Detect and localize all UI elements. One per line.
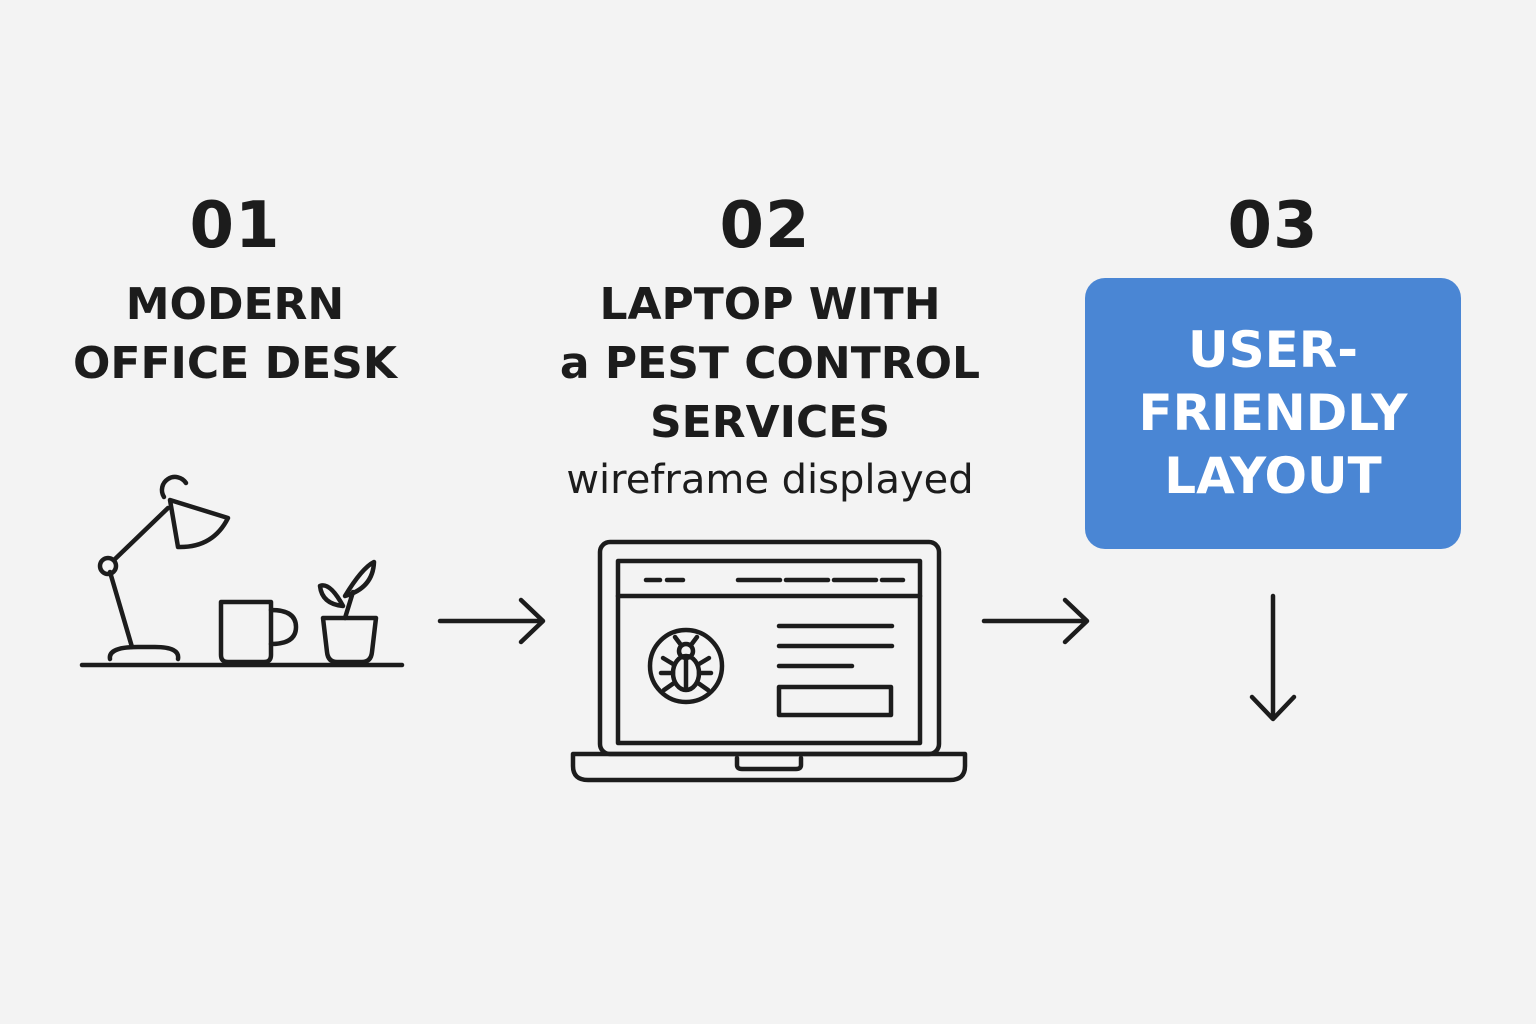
step-3-box-text: USER- FRIENDLY LAYOUT [1138, 321, 1408, 505]
arrow-down-icon [1249, 593, 1297, 722]
step-2-number: 02 [719, 189, 811, 263]
step-2-title: LAPTOP WITH a PEST CONTROL SERVICES [520, 275, 1020, 452]
step-3-highlight-box: USER- FRIENDLY LAYOUT [1085, 278, 1461, 549]
step-1-title-line-1: MODERN [125, 279, 345, 330]
bug-icon [647, 627, 725, 705]
step-3-number: 03 [1227, 189, 1319, 263]
arrow-right-icon [437, 597, 546, 645]
laptop-screen-frame [597, 539, 942, 757]
step-2-title-line-2: a PEST CONTROL [559, 338, 981, 389]
office-desk-icon [79, 474, 405, 668]
wireframe-button [776, 684, 894, 718]
laptop-icon [570, 539, 968, 783]
coffee-mug-icon [218, 599, 299, 665]
desk-lamp-icon [97, 474, 231, 662]
laptop-base [570, 751, 968, 783]
potted-plant-icon [317, 559, 379, 665]
step-2-title-line-3: SERVICES [649, 397, 891, 448]
arrow-right-icon [981, 597, 1090, 645]
step-1-number: 01 [189, 189, 281, 263]
step-1-title-line-2: OFFICE DESK [73, 338, 397, 389]
laptop-screen [615, 558, 923, 746]
step-1-title: MODERN OFFICE DESK [40, 275, 430, 393]
step-2-title-line-1: LAPTOP WITH [599, 279, 941, 330]
step-2-subtitle: wireframe displayed [566, 457, 974, 503]
